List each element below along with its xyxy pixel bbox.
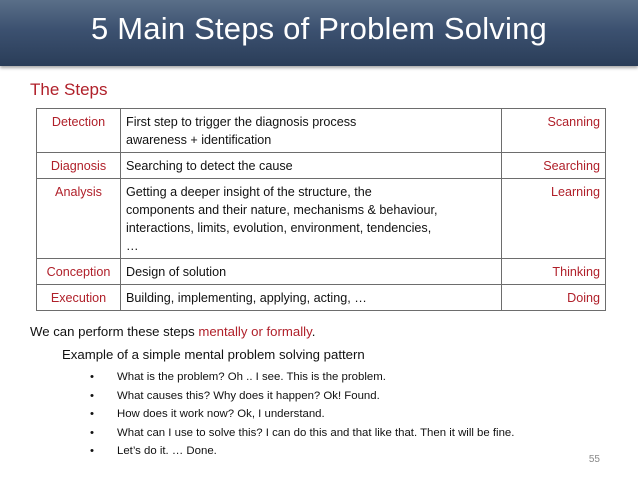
steps-table: Detection First step to trigger the diagn… <box>36 108 606 311</box>
step-name: Analysis <box>36 178 121 259</box>
perform-prefix: We can perform these steps <box>30 324 199 339</box>
step-description: Getting a deeper insight of the structur… <box>120 178 502 259</box>
pattern-item: • What causes this? Why does it happen? O… <box>90 387 514 406</box>
bullet-icon: • <box>90 426 94 439</box>
bullet-icon: • <box>90 371 94 383</box>
step-description: Building, implementing, applying, acting… <box>120 284 502 311</box>
pattern-item: • How does it work now? Ok, I understand. <box>90 405 514 424</box>
step-description-line: Searching to detect the cause <box>126 159 293 173</box>
step-description-line: … <box>126 239 139 253</box>
title-bar: 5 Main Steps of Problem Solving <box>0 0 638 66</box>
pattern-item: • What is the problem? Oh .. I see. This … <box>90 368 514 387</box>
step-row: Conception Design of solution Thinking <box>36 258 606 285</box>
step-keyword: Learning <box>501 178 606 259</box>
pattern-item: • Let’s do it. … Done. <box>90 442 514 461</box>
pattern-item-text: What is the problem? Oh .. I see. This i… <box>117 371 386 383</box>
bullet-icon: • <box>90 389 94 402</box>
step-description-line: interactions, limits, evolution, environ… <box>126 221 432 235</box>
pattern-item-text: What causes this? Why does it happen? Ok… <box>117 389 380 402</box>
pattern-list: • What is the problem? Oh .. I see. This … <box>90 368 514 461</box>
page-number: 55 <box>588 454 600 465</box>
perform-accent: mentally or formally <box>198 324 312 339</box>
step-description: Searching to detect the cause <box>120 152 502 179</box>
pattern-item-text: What can I use to solve this? I can do t… <box>117 426 515 439</box>
step-keyword: Scanning <box>501 108 606 153</box>
step-description-line: components and their nature, mechanisms … <box>126 203 438 217</box>
step-description-line: Design of solution <box>126 265 227 279</box>
step-name: Conception <box>36 258 121 285</box>
step-row: Detection First step to trigger the diagn… <box>36 108 606 153</box>
section-heading: The Steps <box>30 80 108 99</box>
step-description: First step to trigger the diagnosis proc… <box>120 108 502 153</box>
bullet-icon: • <box>90 408 94 420</box>
step-description-line: Building, implementing, applying, acting… <box>126 291 367 305</box>
step-description-line: First step to trigger the diagnosis proc… <box>126 115 357 129</box>
step-keyword: Doing <box>501 284 606 311</box>
step-row: Diagnosis Searching to detect the cause Se… <box>36 152 606 179</box>
step-description-line: awareness + identification <box>126 133 272 147</box>
slide-title: 5 Main Steps of Problem Solving <box>91 11 547 46</box>
perform-note: We can perform these steps mentally or f… <box>30 324 315 339</box>
step-name: Execution <box>36 284 121 311</box>
step-description-line: Getting a deeper insight of the structur… <box>126 185 372 199</box>
pattern-item: • What can I use to solve this? I can do … <box>90 424 514 443</box>
pattern-item-text: How does it work now? Ok, I understand. <box>117 408 325 420</box>
step-name: Diagnosis <box>36 152 121 179</box>
example-heading: Example of a simple mental problem solvi… <box>62 347 365 362</box>
step-row: Execution Building, implementing, applyin… <box>36 284 606 311</box>
step-name: Detection <box>36 108 121 153</box>
step-row: Analysis Getting a deeper insight of the … <box>36 178 606 259</box>
perform-suffix: . <box>311 324 316 339</box>
step-keyword: Thinking <box>501 258 606 285</box>
pattern-item-text: Let’s do it. … Done. <box>117 445 217 457</box>
step-keyword: Searching <box>501 152 606 179</box>
step-description: Design of solution <box>120 258 502 285</box>
bullet-icon: • <box>90 445 94 457</box>
